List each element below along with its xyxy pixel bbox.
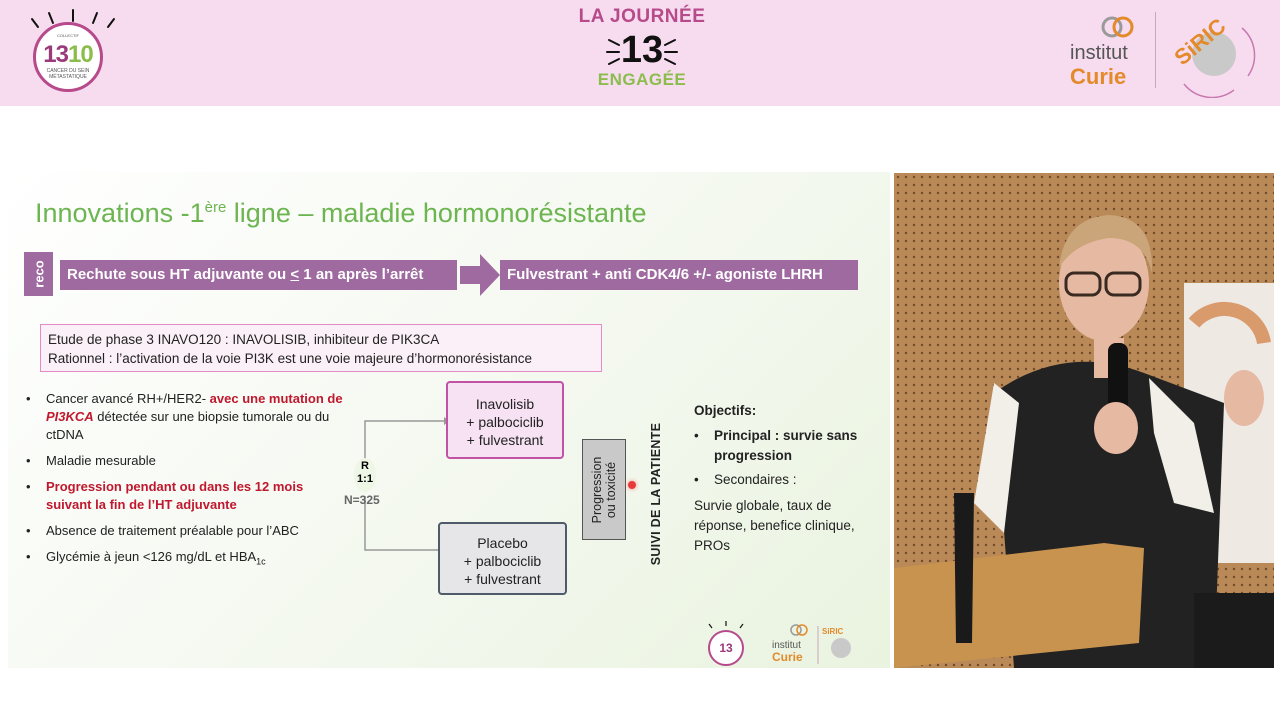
recommendation-treatment: Fulvestrant + anti CDK4/6 +/- agoniste L…	[500, 260, 858, 290]
laser-pointer-dot	[628, 481, 636, 489]
objectives-section: Objectifs: •Principal : survie sans prog…	[694, 401, 874, 556]
randomization-node: R 1:1	[354, 458, 376, 492]
criterion-item: •Glycémie à jeun <126 mg/dL et HBA1c	[26, 549, 266, 567]
criterion-item: •Progression pendant ou dans les 12 mois…	[26, 479, 304, 512]
criterion-item: •Maladie mesurable	[26, 453, 156, 468]
objective-secondary: •Secondaires :	[694, 472, 797, 487]
right-arrow-icon	[460, 254, 500, 296]
presentation-slide: Innovations -1ère ligne – maladie hormon…	[8, 172, 890, 668]
objective-primary: •Principal : survie sans progression	[694, 428, 858, 463]
objectives-title: Objectifs:	[694, 403, 757, 418]
journee-number-text: 13	[620, 29, 664, 71]
logo-number-10: 10	[68, 41, 94, 68]
logo-divider	[1155, 12, 1156, 88]
institut-curie-logo: institut Curie	[1066, 14, 1146, 90]
journee-line3: ENGAGÉE	[597, 70, 687, 89]
logo-number-13: 13	[43, 41, 69, 68]
study-description-box: Etude de phase 3 INAVO120 : INAVOLISIB, …	[40, 324, 602, 372]
svg-text:institut: institut	[772, 640, 801, 651]
sun-rays-icon	[664, 38, 679, 65]
experimental-arm-box: Inavolisib+ palbociclib+ fulvestrant	[446, 381, 564, 459]
siric-emblem-icon: SiRIC	[1169, 13, 1256, 99]
slide-title: Innovations -1ère ligne – maladie hormon…	[35, 198, 647, 228]
speaker-illustration	[894, 173, 1274, 668]
journee-line1: LA JOURNÉE	[578, 6, 706, 27]
curie-line2: Curie	[1070, 64, 1127, 89]
collectif-1310-logo: COLLECTIF 1310 CANCER DU SEIN MÉTASTATIQ…	[31, 9, 115, 92]
sun-rays-icon	[31, 9, 115, 28]
logo-caption: CANCER DU SEIN MÉTASTATIQUE	[46, 68, 90, 80]
speaker-video-feed	[894, 173, 1274, 668]
event-header-banner: COLLECTIF 1310 CANCER DU SEIN MÉTASTATIQ…	[0, 0, 1280, 106]
sun-rays-icon	[605, 38, 620, 65]
patient-follow-up-label: SUIVI DE LA PATIENTE	[649, 422, 663, 566]
journee-engagee-logo: LA JOURNÉE 13 ENGAGÉE	[560, 6, 724, 102]
study-line-2: Rationnel : l’activation de la voie PI3K…	[48, 351, 533, 366]
footer-logos: 13 institut Curie SiRIC	[708, 621, 851, 666]
objective-secondary-detail: Survie globale, taux de réponse, benefic…	[694, 498, 855, 553]
placebo-arm-box: Placebo+ palbociclib+ fulvestrant	[438, 522, 567, 595]
logo-top-text: COLLECTIF	[56, 33, 79, 38]
patient-count: N=325	[344, 493, 380, 507]
svg-text:13: 13	[719, 641, 733, 655]
siric-logo: SiRIC	[1164, 6, 1274, 99]
criterion-item: •Absence de traitement préalable pour l’…	[26, 523, 299, 538]
curie-line1: institut	[1070, 42, 1128, 64]
logo-number: 1310	[36, 41, 100, 69]
reco-tag: reco	[24, 252, 53, 296]
criterion-item: •Cancer avancé RH+/HER2- avec une mutati…	[26, 391, 343, 442]
inclusion-criteria-list: •Cancer avancé RH+/HER2- avec une mutati…	[26, 390, 348, 579]
svg-text:SiRIC: SiRIC	[822, 627, 844, 636]
curie-rings-icon	[1101, 16, 1134, 38]
svg-text:Curie: Curie	[772, 650, 803, 664]
journee-number: 13	[560, 30, 724, 70]
recommendation-condition: Rechute sous HT adjuvante ou < 1 an aprè…	[60, 260, 457, 290]
study-line-1: Etude de phase 3 INAVO120 : INAVOLISIB, …	[48, 332, 440, 347]
